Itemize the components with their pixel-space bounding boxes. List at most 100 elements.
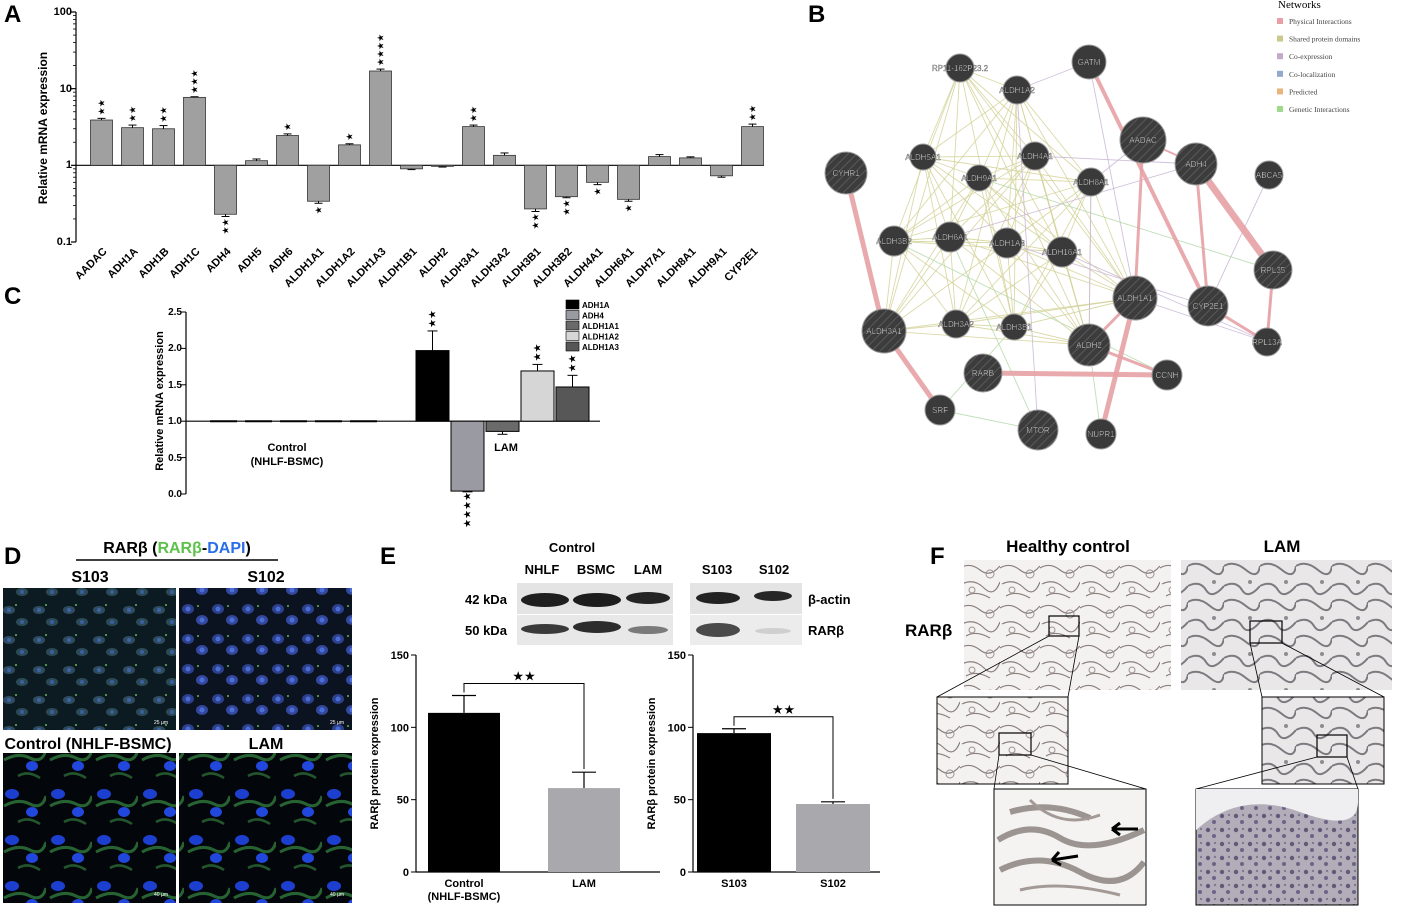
blot-band <box>696 592 740 604</box>
network-legend-title: Networks <box>1278 0 1321 11</box>
network-node <box>945 53 975 83</box>
x-tick-label: ADH5 <box>235 246 265 276</box>
significance-stars: ★ <box>314 206 324 214</box>
panel-d-title-dash: - <box>202 540 207 557</box>
significance-stars: ★★ <box>568 354 579 372</box>
network-node-label: NUPR1 <box>1087 430 1115 439</box>
x-tick-label: S102 <box>820 878 846 890</box>
network-edge <box>922 67 961 158</box>
network-edge <box>949 236 1090 346</box>
legend-swatch <box>1277 88 1283 95</box>
bar <box>121 127 144 166</box>
network-edge <box>1006 242 1136 299</box>
legend-label: Physical Interactions <box>1289 17 1352 26</box>
network-node-label: ALDH3B1 <box>996 323 1032 332</box>
legend-swatch <box>1277 53 1283 60</box>
network-node <box>824 151 868 195</box>
network-node-label: ALDH2 <box>1076 341 1102 350</box>
network-node-label: CYHR1 <box>832 169 860 178</box>
panel-d-title-blue: DAPI <box>207 540 245 557</box>
panel-c-ytick: 0.0 <box>168 489 182 500</box>
histology-lam-overview <box>1181 560 1392 690</box>
significance-stars: ★★ <box>428 310 439 328</box>
histology-healthy-overview <box>964 560 1171 690</box>
network-edge <box>959 67 1136 299</box>
x-tick-label: S103 <box>721 878 747 890</box>
legend-swatch <box>565 320 580 331</box>
network-edge-physical <box>1087 61 1210 307</box>
legend-swatch <box>565 299 580 310</box>
x-tick-label: ADH4 <box>204 245 234 275</box>
network-node <box>878 225 910 257</box>
x-tick-label: ADH1C <box>167 246 202 281</box>
network-node <box>963 353 1003 393</box>
network-node-label: ALDH3A2 <box>938 320 974 329</box>
panel-c-ylabel: Relative mRNA expression <box>154 331 166 471</box>
zoom-line <box>1195 756 1318 790</box>
significance-stars: ★★★ <box>190 70 200 94</box>
zoom-line <box>1067 635 1080 698</box>
network-edge <box>883 242 1008 332</box>
network-node-label: RPL35 <box>1261 266 1286 275</box>
panel-f-rarb-label: RARβ <box>905 621 952 640</box>
network-node <box>924 394 956 426</box>
network-node-label: ALDH16A1 <box>1042 248 1083 257</box>
zoom-line <box>1030 754 1147 790</box>
zoom-box <box>998 732 1032 756</box>
significance-stars: ★ <box>593 188 603 196</box>
micrograph-control <box>3 753 176 903</box>
network-edge <box>893 181 1092 242</box>
significance-stars: ★★ <box>562 200 572 216</box>
legend-label: Co-localization <box>1289 70 1335 79</box>
panel-c-control-label: Control <box>267 442 306 454</box>
bar <box>493 154 516 166</box>
network-node-label: RPL13A <box>1252 338 1282 347</box>
panel-a-ytick: 100 <box>54 6 72 18</box>
bar <box>524 164 547 210</box>
significance-stars: ★★ <box>128 106 138 122</box>
zoom-box <box>1249 620 1283 644</box>
panel-c-ytick: 2.5 <box>168 307 182 318</box>
histology-lam-zoom <box>1261 696 1385 785</box>
network-node <box>1076 167 1106 197</box>
network-node <box>1254 160 1284 190</box>
network-node <box>934 221 966 253</box>
bar <box>555 386 590 422</box>
bar <box>90 119 113 166</box>
panel-a-ylabel: Relative mRNA expression <box>36 52 50 204</box>
bar <box>431 164 454 167</box>
network-edge <box>922 156 1092 183</box>
panel-e-ylabel: RARβ protein expression <box>646 697 658 829</box>
network-edge-physical <box>1193 161 1276 273</box>
network-edge <box>978 177 1063 253</box>
network-node <box>1020 141 1050 171</box>
bar <box>415 350 450 422</box>
network-edge <box>955 251 1063 325</box>
legend-label: Genetic Interactions <box>1289 105 1350 114</box>
panel-d-title-green: RARβ <box>157 540 202 557</box>
network-node <box>1119 116 1167 164</box>
network-edge <box>959 67 1036 157</box>
network-node <box>941 309 971 339</box>
network-node <box>1046 236 1078 268</box>
significance-stars: ★★ <box>97 99 107 115</box>
network-edge <box>1034 155 1197 165</box>
bar <box>710 164 733 177</box>
network-edge <box>955 89 1018 325</box>
network-edge-physical <box>982 370 1168 378</box>
panel-d-label-s102: S102 <box>247 569 284 586</box>
significance-stars: ★ <box>345 133 355 141</box>
bar <box>679 157 702 166</box>
bar <box>338 144 361 166</box>
significance-stars: ★★ <box>469 106 479 122</box>
network-edge <box>959 67 1063 253</box>
network-node-label: ALDH9A1 <box>961 174 997 183</box>
network-node-label: ALDH5A1 <box>905 153 941 162</box>
network-edge <box>955 297 1136 325</box>
legend-label: ADH1A <box>582 301 610 310</box>
blot-band <box>573 593 621 607</box>
x-tick-label: ADH1B <box>136 246 171 281</box>
bar <box>697 733 771 872</box>
network-node <box>1253 250 1293 290</box>
network-node <box>1151 359 1183 391</box>
